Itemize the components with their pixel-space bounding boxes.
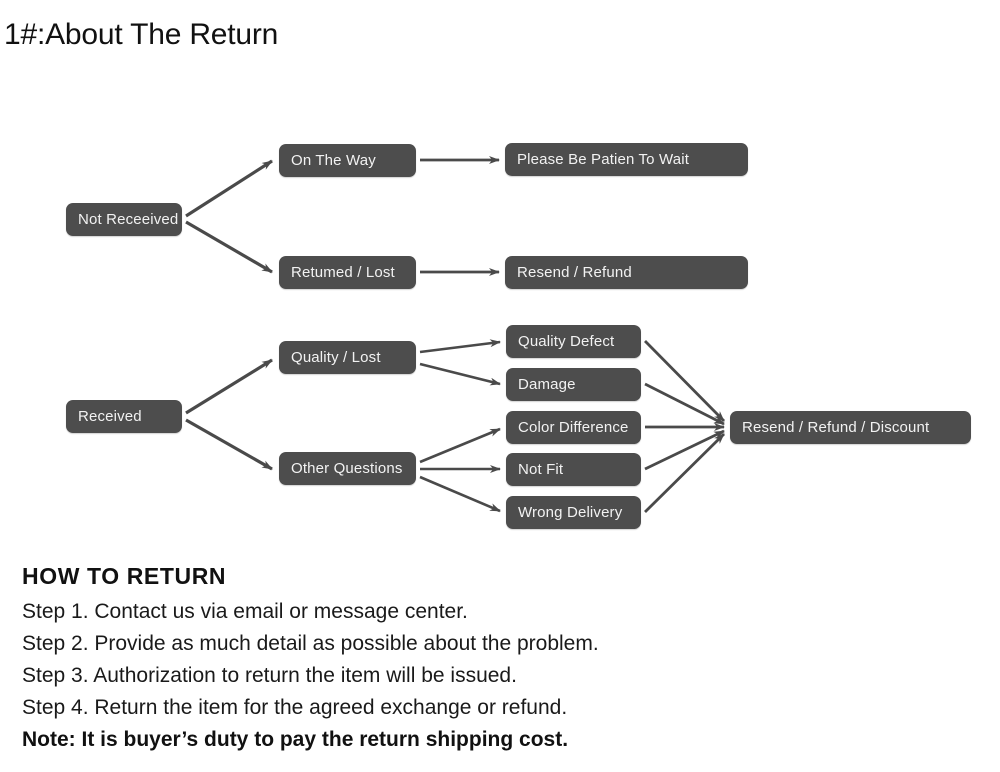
edge-damage-final — [644, 382, 725, 426]
node-please-be-patient-to-wait[interactable]: Please Be Patien To Wait — [505, 143, 748, 176]
node-quality-lost[interactable]: Quality / Lost — [279, 341, 416, 374]
how-to-return-step: Step 4. Return the item for the agreed e… — [22, 696, 568, 719]
how-to-return-step: Step 3. Authorization to return the item… — [22, 664, 517, 687]
node-resend-refund-discount[interactable]: Resend / Refund / Discount — [730, 411, 971, 444]
node-on-the-way[interactable]: On The Way — [279, 144, 416, 177]
how-to-return-section: HOW TO RETURN Step 1. Contact us via ema… — [22, 562, 962, 756]
how-to-return-step: Step 1. Contact us via email or message … — [22, 600, 468, 623]
edge-not-received-on-the-way — [185, 159, 273, 218]
node-other-questions[interactable]: Other Questions — [279, 452, 416, 485]
edge-quality-defect-final — [644, 340, 725, 422]
edge-not-received-returned-lost — [185, 220, 273, 274]
edge-not-fit-final — [644, 429, 725, 471]
edge-other-questions-color-difference — [419, 427, 501, 464]
node-quality-defect[interactable]: Quality Defect — [506, 325, 641, 358]
edge-other-questions-wrong-delivery — [419, 475, 501, 513]
edge-wrong-delivery-final — [644, 433, 725, 513]
edge-quality-lost-damage — [419, 362, 501, 386]
node-color-difference[interactable]: Color Difference — [506, 411, 641, 444]
how-to-return-heading: HOW TO RETURN — [22, 563, 227, 589]
edge-received-quality-lost — [185, 358, 273, 415]
node-received[interactable]: Received — [66, 400, 182, 433]
node-wrong-delivery[interactable]: Wrong Delivery — [506, 496, 641, 529]
node-resend-refund[interactable]: Resend / Refund — [505, 256, 748, 289]
return-flowchart: Not Receeived On The Way Retumed / Lost … — [66, 143, 971, 529]
edge-received-other-questions — [185, 418, 273, 471]
how-to-return-step: Step 2. Provide as much detail as possib… — [22, 632, 599, 655]
node-not-fit[interactable]: Not Fit — [506, 453, 641, 486]
flowchart-connectors — [185, 156, 725, 513]
node-returned-lost[interactable]: Retumed / Lost — [279, 256, 416, 289]
node-damage[interactable]: Damage — [506, 368, 641, 401]
edge-quality-lost-quality-defect — [419, 339, 501, 354]
node-not-received[interactable]: Not Receeived — [66, 203, 182, 236]
page-title: 1#:About The Return — [4, 18, 279, 51]
how-to-return-note: Note: It is buyer’s duty to pay the retu… — [22, 728, 569, 751]
